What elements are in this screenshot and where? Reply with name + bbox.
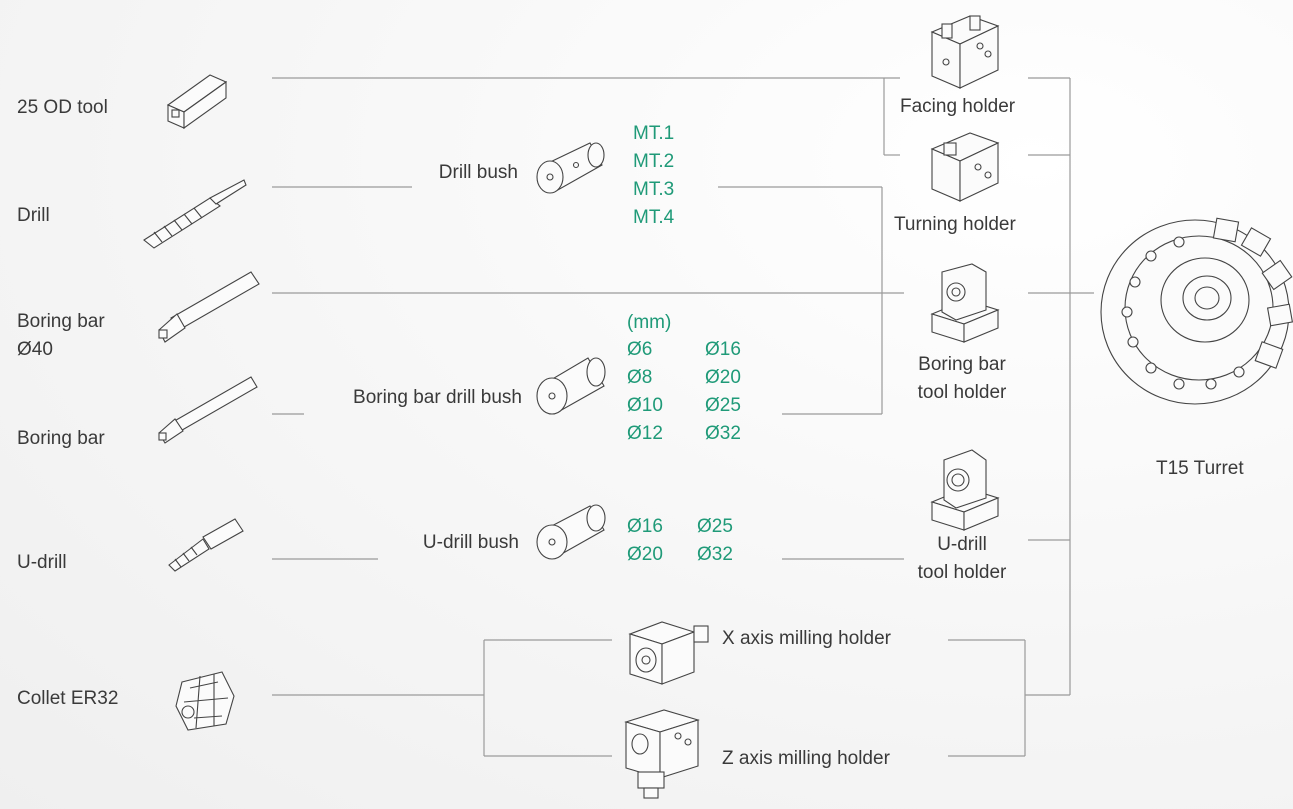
boring-bar-drill-bush-label: Boring bar drill bush xyxy=(353,387,522,408)
od-tool-label: 25 OD tool xyxy=(17,97,108,118)
boring-bar-40-label: Boring bar Ø40 xyxy=(17,308,105,363)
boring-size: Ø20 xyxy=(705,367,741,388)
boring-bar-tool-holder-illustration xyxy=(930,263,1000,343)
boring-sizes-col2: Ø16 Ø20 Ø25 Ø32 xyxy=(705,336,741,448)
u-drill-size: Ø25 xyxy=(697,516,733,537)
drill-label: Drill xyxy=(17,205,50,226)
drill-bush-size: MT.4 xyxy=(633,207,675,228)
boring-bar-tool-holder-label: Boring bar tool holder xyxy=(906,351,1018,406)
u-drill-tool-holder-illustration xyxy=(930,449,1000,531)
boring-sizes-col1: Ø6 Ø8 Ø10 Ø12 xyxy=(627,336,663,448)
boring-size: Ø12 xyxy=(627,423,663,444)
boring-size: Ø25 xyxy=(705,395,741,416)
u-drill-sizes-col2: Ø25 Ø32 xyxy=(697,513,733,569)
u-drill-holder-line2: tool holder xyxy=(917,561,1007,583)
u-drill-bush-illustration xyxy=(536,504,606,560)
boring-size: Ø8 xyxy=(627,367,653,388)
drill-illustration xyxy=(143,179,247,249)
boring-size: Ø6 xyxy=(627,339,653,360)
drill-bush-size: MT.2 xyxy=(633,151,675,172)
drill-bush-size: MT.3 xyxy=(633,179,675,200)
boring-bar-40-line1: Boring bar xyxy=(17,311,105,332)
facing-holder-illustration xyxy=(930,15,1000,89)
drill-bush-size: MT.1 xyxy=(633,123,675,144)
u-drill-bush-label: U-drill bush xyxy=(422,532,519,553)
drill-bush-label: Drill bush xyxy=(438,162,518,183)
u-drill-size: Ø16 xyxy=(627,516,663,537)
z-axis-milling-holder-label: Z axis milling holder xyxy=(722,748,890,769)
boring-size: Ø16 xyxy=(705,339,741,360)
boring-size: Ø32 xyxy=(705,423,741,444)
boring-holder-line2: tool holder xyxy=(917,381,1007,403)
boring-holder-line1: Boring bar xyxy=(918,354,1006,375)
boring-unit-label: (mm) xyxy=(627,312,672,333)
u-drill-label: U-drill xyxy=(17,552,67,573)
turning-holder-illustration xyxy=(930,132,1000,202)
boring-bar-illustration xyxy=(158,376,258,444)
x-axis-milling-holder-label: X axis milling holder xyxy=(722,628,891,649)
boring-bar-40-illustration xyxy=(158,271,260,343)
u-drill-tool-holder-label: U-drill tool holder xyxy=(906,531,1018,586)
boring-bar-label: Boring bar xyxy=(17,428,105,449)
u-drill-sizes-col1: Ø16 Ø20 xyxy=(627,513,663,569)
boring-size: Ø10 xyxy=(627,395,663,416)
od-tool-illustration xyxy=(166,74,228,130)
turning-holder-label: Turning holder xyxy=(894,214,1016,235)
turret-label: T15 Turret xyxy=(1156,458,1244,479)
u-drill-size: Ø32 xyxy=(697,544,733,565)
u-drill-illustration xyxy=(168,518,244,572)
drill-bush-illustration xyxy=(536,142,605,194)
u-drill-size: Ø20 xyxy=(627,544,663,565)
facing-holder-label: Facing holder xyxy=(900,96,1016,117)
boring-bar-drill-bush-illustration xyxy=(536,357,606,415)
collet-er32-label: Collet ER32 xyxy=(17,688,119,709)
u-drill-holder-line1: U-drill xyxy=(937,534,987,555)
drill-bush-sizes: MT.1 MT.2 MT.3 MT.4 xyxy=(633,120,674,232)
z-axis-milling-holder-illustration xyxy=(624,709,700,799)
t15-turret-illustration xyxy=(1100,217,1293,405)
boring-bar-40-line2: Ø40 xyxy=(17,338,53,360)
x-axis-milling-holder-illustration xyxy=(628,621,709,685)
collet-er32-illustration xyxy=(175,671,235,731)
